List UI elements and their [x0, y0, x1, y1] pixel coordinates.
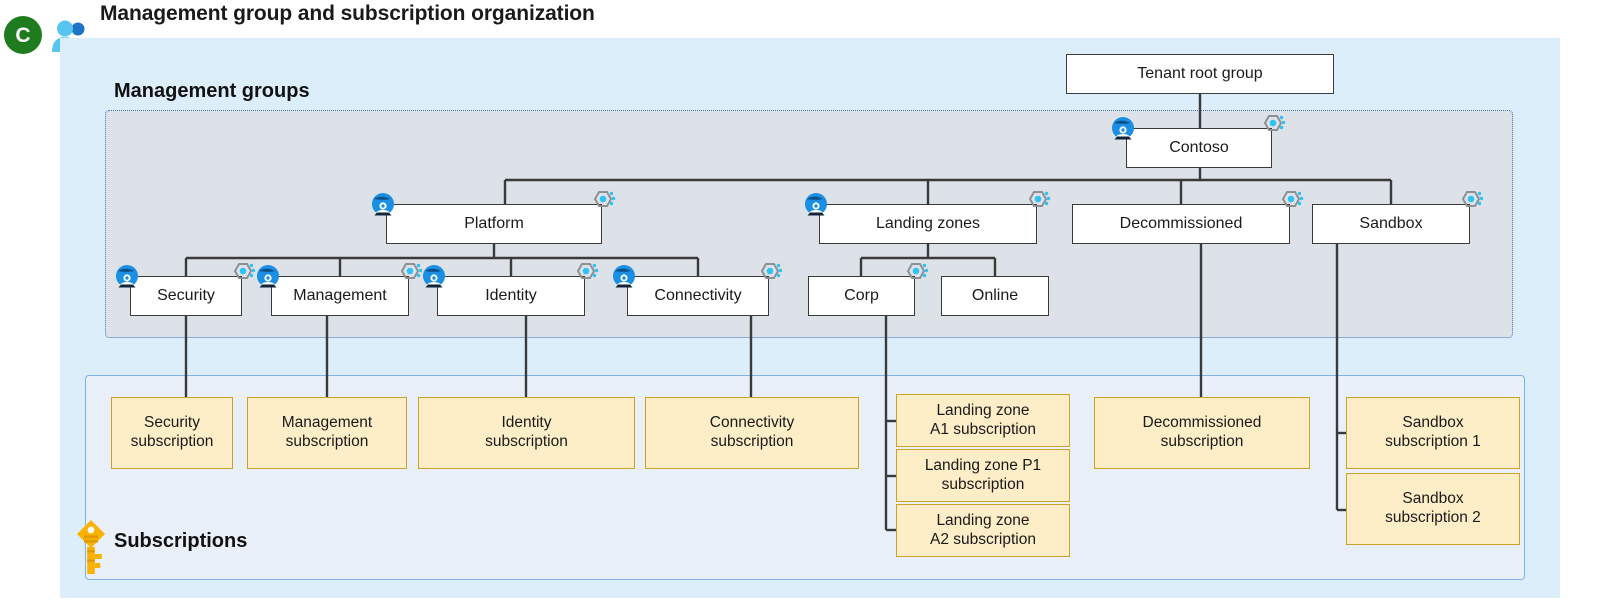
azure-blueprint-icon	[1023, 188, 1051, 216]
tenant-badge-icon: C	[4, 16, 42, 54]
azure-policy-icon	[609, 263, 639, 293]
azure-blueprint-icon	[1258, 112, 1286, 140]
management-group-label: Online	[971, 286, 1019, 304]
key-icon	[74, 518, 108, 576]
management-group-sandbox[interactable]: Sandbox	[1312, 204, 1470, 244]
azure-blueprint-icon	[588, 188, 616, 216]
management-group-tenant-root-group[interactable]: Tenant root group	[1066, 54, 1334, 94]
management-group-identity[interactable]: Identity	[437, 276, 585, 316]
management-group-connectivity[interactable]: Connectivity	[627, 276, 769, 316]
azure-policy-icon	[368, 191, 398, 221]
subscriptions-label: Subscriptions	[114, 530, 248, 552]
management-group-label: Decommissioned	[1119, 214, 1243, 232]
page-title: Management group and subscription organi…	[100, 2, 595, 25]
azure-blueprint-icon	[1456, 188, 1484, 216]
azure-blueprint-icon	[228, 260, 256, 288]
management-group-label: Corp	[844, 286, 879, 304]
management-group-online[interactable]: Online	[941, 276, 1049, 316]
azure-blueprint-icon	[755, 260, 783, 288]
management-group-label: Landing zones	[875, 214, 981, 232]
management-group-label: Identity	[485, 286, 537, 304]
azure-blueprint-icon	[395, 260, 423, 288]
azure-policy-icon	[253, 263, 283, 293]
azure-policy-icon	[801, 191, 831, 221]
management-group-decommissioned[interactable]: Decommissioned	[1072, 204, 1290, 244]
management-group-security[interactable]: Security	[130, 276, 242, 316]
management-group-label: Security	[157, 286, 215, 304]
azure-blueprint-icon	[571, 260, 599, 288]
management-group-label: Tenant root group	[1137, 64, 1263, 82]
management-group-label: Platform	[464, 214, 524, 232]
azure-policy-icon	[1108, 115, 1138, 145]
management-group-management[interactable]: Management	[271, 276, 409, 316]
management-group-landing-zones[interactable]: Landing zones	[819, 204, 1037, 244]
management-group-label: Management	[293, 286, 387, 304]
management-groups-label: Management groups	[114, 80, 310, 102]
azure-policy-icon	[112, 263, 142, 293]
management-group-label: Contoso	[1169, 138, 1229, 156]
management-group-label: Sandbox	[1359, 214, 1423, 232]
azure-policy-icon	[419, 263, 449, 293]
management-group-corp[interactable]: Corp	[808, 276, 915, 316]
management-group-platform[interactable]: Platform	[386, 204, 602, 244]
azure-blueprint-icon	[1276, 188, 1304, 216]
management-group-contoso[interactable]: Contoso	[1126, 128, 1272, 168]
azure-blueprint-icon	[901, 260, 929, 288]
management-group-label: Connectivity	[654, 286, 742, 304]
